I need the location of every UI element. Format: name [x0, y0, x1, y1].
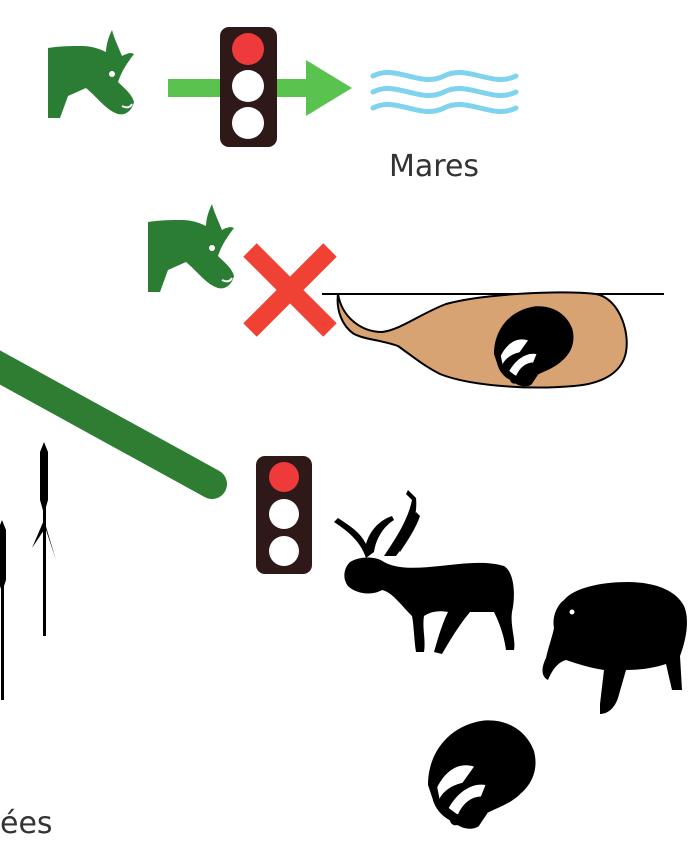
traffic-light-icon: [256, 456, 312, 574]
wheat-icon: [0, 442, 56, 700]
badger-icon: [428, 720, 536, 828]
reindeer-icon: [334, 490, 514, 654]
cow-head-icon: [148, 204, 234, 292]
truncated-label: ées: [0, 807, 53, 841]
ponds-label: Mares: [389, 150, 479, 184]
water-waves-icon: [373, 73, 516, 112]
wild-boar-icon: [543, 582, 687, 714]
diagonal-green-bar: [0, 362, 212, 484]
traffic-light-icon: [220, 27, 277, 147]
cow-head-icon: [48, 30, 134, 118]
badger-burrow-icon: [322, 292, 664, 387]
forbidden-cross-icon: [250, 250, 330, 330]
